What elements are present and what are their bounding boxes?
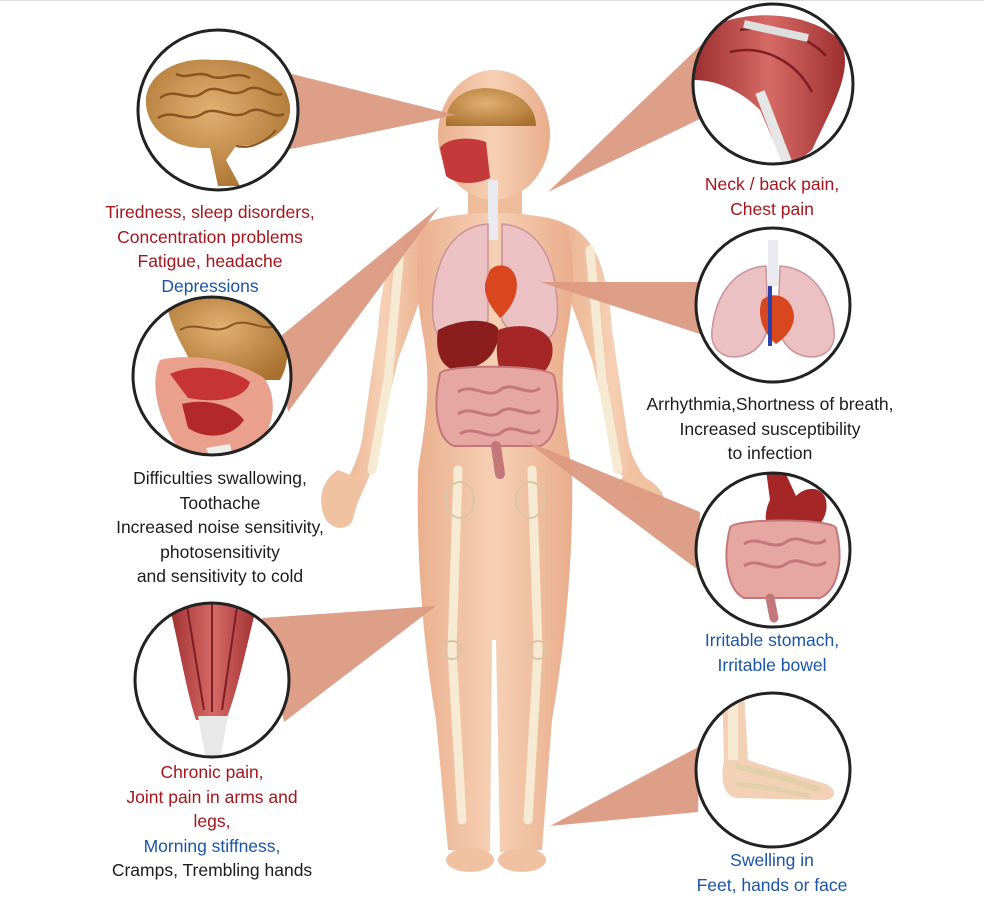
brain-line-2: Concentration problems bbox=[117, 226, 303, 247]
digestive-line-1: Irritable stomach, bbox=[704, 630, 840, 650]
body-mouth-cavity bbox=[440, 138, 490, 183]
muscle-symptoms-label: Chronic pain, Joint pain in arms and leg… bbox=[62, 760, 362, 883]
brain-line-3: Fatigue, headache bbox=[137, 251, 283, 271]
brain-symptoms-label: Tiredness, sleep disorders, Concentratio… bbox=[60, 200, 360, 298]
brain-line-1: Tiredness, sleep disorders, bbox=[105, 202, 315, 222]
muscle-line-4: Morning stiffness, bbox=[143, 835, 281, 856]
brain-line-4: Depressions bbox=[161, 275, 259, 296]
muscle-line-5: Cramps, Trembling hands bbox=[111, 860, 313, 880]
digestive-circle bbox=[694, 471, 852, 629]
shoulder-symptoms-label: Neck / back pain, Chest pain bbox=[662, 172, 882, 221]
head-line-3: Increased noise sensitivity, bbox=[116, 517, 324, 537]
body-intestines bbox=[435, 365, 559, 479]
head-section-circle bbox=[131, 295, 293, 457]
lungs-line-1: Arrhythmia,Shortness of breath, bbox=[646, 394, 894, 414]
foot-circle bbox=[694, 691, 852, 849]
brain-circle bbox=[136, 28, 300, 192]
muscle-line-1: Chronic pain, bbox=[160, 762, 264, 782]
lungs-symptoms-label: Arrhythmia,Shortness of breath, Increase… bbox=[612, 392, 928, 466]
shoulder-line-2: Chest pain bbox=[730, 198, 814, 219]
head-line-1: Difficulties swallowing, bbox=[133, 468, 307, 488]
digestive-symptoms-label: Irritable stomach, Irritable bowel bbox=[662, 628, 882, 677]
muscle-line-2: Joint pain in arms and bbox=[126, 786, 298, 807]
shoulder-circle bbox=[691, 2, 855, 166]
body-heart bbox=[484, 265, 517, 318]
digestive-line-2: Irritable bowel bbox=[717, 654, 827, 675]
head-line-5: and sensitivity to cold bbox=[136, 566, 304, 586]
foot-line-1: Swelling in bbox=[730, 850, 814, 870]
head-line-4: photosensitivity bbox=[160, 541, 280, 562]
shoulder-line-1: Neck / back pain, bbox=[704, 174, 840, 194]
muscle-line-3: legs, bbox=[193, 811, 231, 831]
lungs-line-3: to infection bbox=[727, 443, 813, 463]
head-symptoms-label: Difficulties swallowing, Toothache Incre… bbox=[60, 466, 380, 589]
body-lungs bbox=[431, 223, 559, 341]
head-line-2: Toothache bbox=[179, 492, 261, 513]
lungs-circle bbox=[694, 226, 852, 384]
body-brain bbox=[446, 88, 536, 126]
pointers bbox=[262, 42, 704, 826]
foot-symptoms-label: Swelling in Feet, hands or face bbox=[642, 848, 902, 897]
foot-line-2: Feet, hands or face bbox=[696, 874, 848, 895]
muscle-circle bbox=[133, 601, 291, 759]
body-liver bbox=[437, 320, 499, 371]
body-trachea bbox=[488, 180, 498, 240]
lungs-line-2: Increased susceptibility bbox=[679, 418, 861, 439]
